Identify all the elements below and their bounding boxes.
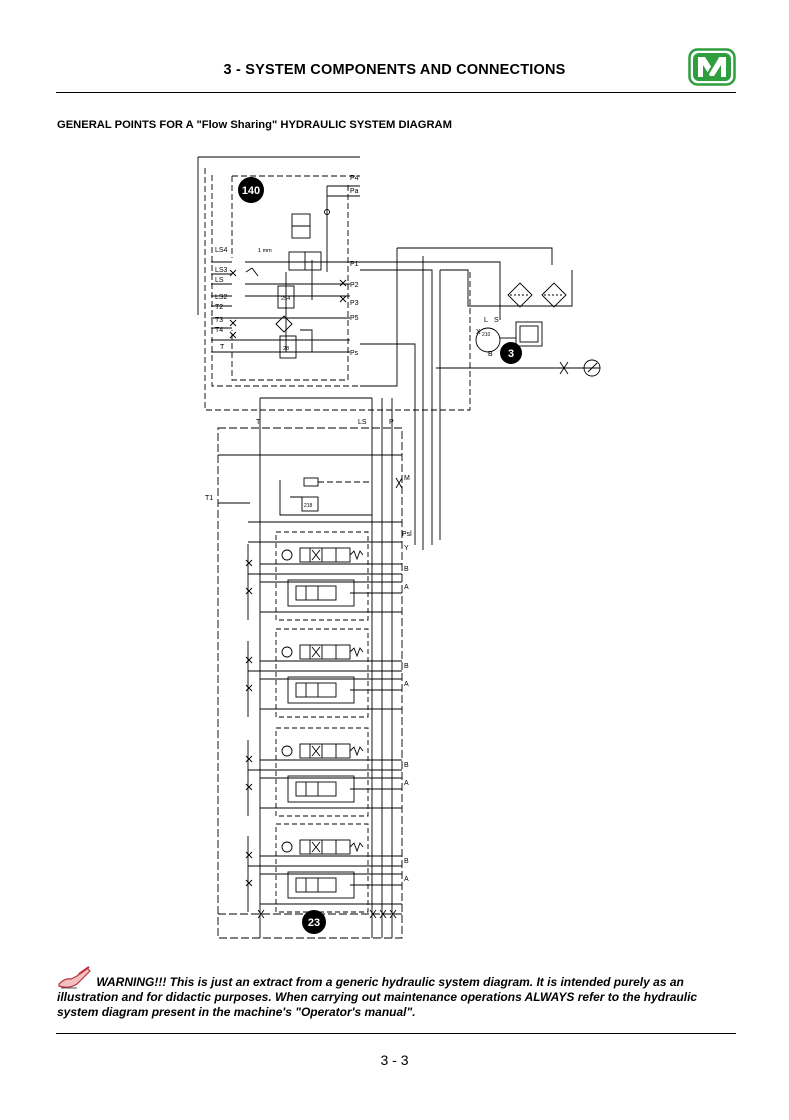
section-4-comp-divs — [305, 878, 319, 892]
port-p3: P3 — [350, 300, 359, 307]
section-1-spring — [349, 550, 364, 561]
callout-23-label: 23 — [308, 917, 320, 929]
port-ls2: LS2 — [215, 294, 228, 301]
section-2-compensator — [281, 646, 293, 658]
section-4-spring — [349, 842, 364, 853]
section-2-lines — [247, 641, 402, 717]
port-t2: T2 — [215, 304, 223, 311]
section-3-b: B — [404, 762, 409, 769]
port-ps: Ps — [350, 350, 359, 357]
section-3-comp-divs — [305, 782, 319, 796]
pump-x: X — [476, 329, 481, 336]
section-1-spool-divs — [309, 548, 337, 562]
dist-psl: Psl — [402, 531, 412, 538]
valve-218: 218 — [304, 503, 313, 509]
port-p1: P1 — [350, 261, 359, 268]
pump-l: L — [484, 317, 488, 324]
port-t: T — [220, 344, 225, 351]
section-4-b: B — [404, 858, 409, 865]
section-1-a: A — [404, 584, 409, 591]
section-1-comp-divs — [305, 586, 319, 600]
section-2-spool-divs — [309, 645, 337, 659]
section-4-comp-outer — [287, 871, 355, 899]
section-1-comp-body — [295, 585, 337, 601]
section-4-compensator — [281, 841, 293, 853]
section-title: GENERAL POINTS FOR A "Flow Sharing" HYDR… — [57, 119, 452, 131]
section-1-spool-cross — [311, 549, 321, 561]
dist-m: M — [404, 475, 410, 482]
section-4-spool-divs — [309, 840, 337, 854]
section-2-a: A — [404, 681, 409, 688]
section-1-ticks — [245, 559, 253, 595]
pump-b: B — [488, 351, 493, 358]
section-4-frame — [275, 823, 369, 913]
callout-3 — [500, 342, 522, 364]
page-number: 3 - 3 — [380, 1052, 409, 1068]
section-1-lines — [247, 544, 402, 620]
dist-t: T — [256, 419, 261, 426]
section-3-frame — [275, 727, 369, 817]
section-2-ticks — [245, 656, 253, 692]
port-ls: LS — [215, 277, 224, 284]
page-header-title: 3 - SYSTEM COMPONENTS AND CONNECTIONS — [223, 62, 566, 78]
port-p2: P2 — [350, 282, 359, 289]
section-1-spool — [299, 547, 351, 563]
section-3-a: A — [404, 780, 409, 787]
port-p4: P4 — [350, 175, 359, 182]
section-2-comp-divs — [305, 683, 319, 697]
callout-140-label: 140 — [242, 185, 260, 197]
port-t3: T3 — [215, 317, 223, 324]
callout-23 — [302, 910, 326, 934]
section-2-comp-body — [295, 682, 337, 698]
section-2-frame — [275, 628, 369, 718]
section-4-ticks — [245, 851, 253, 887]
port-ls3: LS3 — [215, 267, 228, 274]
dist-y: Y — [404, 545, 409, 552]
section-2-spring — [349, 647, 364, 658]
section-3-compensator — [281, 745, 293, 757]
section-2-spool-cross — [311, 646, 321, 658]
dist-ls: LS — [358, 419, 367, 426]
section-2-comp-outer — [287, 676, 355, 704]
dist-p: P — [389, 419, 394, 426]
port-t4: T4 — [215, 327, 223, 334]
header-rule — [56, 92, 736, 93]
footer-rule — [56, 1033, 736, 1034]
section-1-comp-outer — [287, 579, 355, 607]
section-4-lines — [247, 836, 402, 912]
section-4-comp-body — [295, 877, 337, 893]
section-3-spool-divs — [309, 744, 337, 758]
port-pa: Pa — [350, 188, 359, 195]
section-4-spool-cross — [311, 841, 321, 853]
valve-28: 28 — [283, 346, 289, 352]
section-3-comp-body — [295, 781, 337, 797]
warning-text: WARNING!!! This is just an extract from … — [57, 975, 698, 1019]
port-p5: P5 — [350, 315, 359, 322]
valve-254: 254 — [281, 296, 290, 302]
section-3-comp-outer — [287, 775, 355, 803]
section-1-compensator — [281, 549, 293, 561]
callout-140 — [238, 177, 264, 203]
warning-note: WARNING!!! This is just an extract from … — [57, 966, 737, 1020]
section-3-lines — [247, 740, 402, 816]
section-2-spool — [299, 644, 351, 660]
section-1-b: B — [404, 566, 409, 573]
section-4-spool — [299, 839, 351, 855]
pump-230: 210 — [482, 332, 491, 338]
brand-logo-icon — [688, 48, 736, 86]
section-3-spool — [299, 743, 351, 759]
section-1-frame — [275, 531, 369, 621]
section-4-a: A — [404, 876, 409, 883]
label-1mm: 1 mm — [258, 248, 272, 254]
dist-t1: T1 — [205, 495, 213, 502]
port-ls4: LS4 — [215, 247, 228, 254]
callout-3-label: 3 — [508, 348, 514, 360]
section-2-b: B — [404, 663, 409, 670]
pump-s: S — [494, 317, 499, 324]
hand-pen-icon — [58, 966, 91, 989]
section-3-spring — [349, 746, 364, 757]
section-3-ticks — [245, 755, 253, 791]
section-3-spool-cross — [311, 745, 321, 757]
